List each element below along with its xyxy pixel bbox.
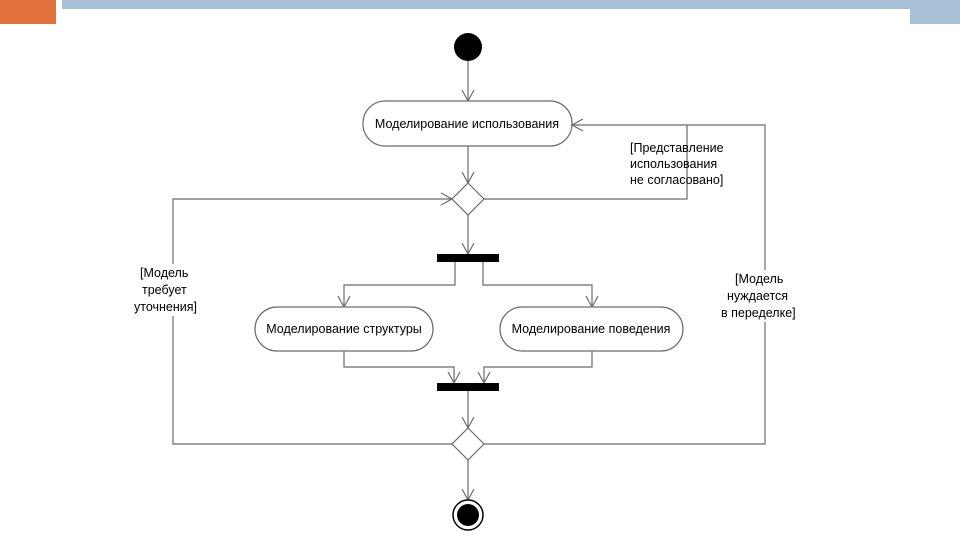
guard-bg	[130, 264, 210, 316]
action-behavior-modeling: Моделирование поведения	[499, 306, 684, 352]
initial-node	[454, 33, 482, 61]
decision-node-use-check	[451, 182, 485, 216]
guard-use-not-agreed: [Представление использования не согласов…	[630, 141, 727, 187]
guard-model-needs-refinement: [Модель требует уточнения]	[134, 266, 197, 314]
action-behavior-modeling-label: Моделирование поведения	[512, 322, 671, 336]
arrowhead	[440, 192, 454, 206]
fork-bar	[437, 254, 499, 262]
action-structure-modeling: Моделирование структуры	[254, 306, 434, 352]
action-structure-modeling-label: Моделирование структуры	[266, 322, 422, 336]
edge-fork-to-structure	[343, 262, 456, 307]
guard-model-needs-rework: [Модель нуждается в переделке]	[721, 272, 796, 320]
edge-behavior-to-join	[483, 351, 593, 383]
edge-model-needs-refinement	[172, 198, 452, 445]
edge-structure-to-join	[343, 351, 455, 383]
accent-bar-blue	[62, 0, 910, 9]
edge-use-not-agreed	[484, 125, 688, 200]
decision-node-model-check	[451, 427, 485, 461]
action-use-modeling-label: Моделирование использования	[375, 117, 559, 131]
arrowhead	[570, 118, 584, 132]
join-bar	[437, 383, 499, 391]
guard-bg	[716, 270, 806, 322]
accent-bar-orange	[0, 0, 56, 24]
accent-bar-blue-right	[910, 0, 960, 24]
final-node	[452, 499, 484, 531]
action-use-modeling: Моделирование использования	[362, 100, 573, 147]
edge-fork-to-behavior	[482, 262, 593, 307]
